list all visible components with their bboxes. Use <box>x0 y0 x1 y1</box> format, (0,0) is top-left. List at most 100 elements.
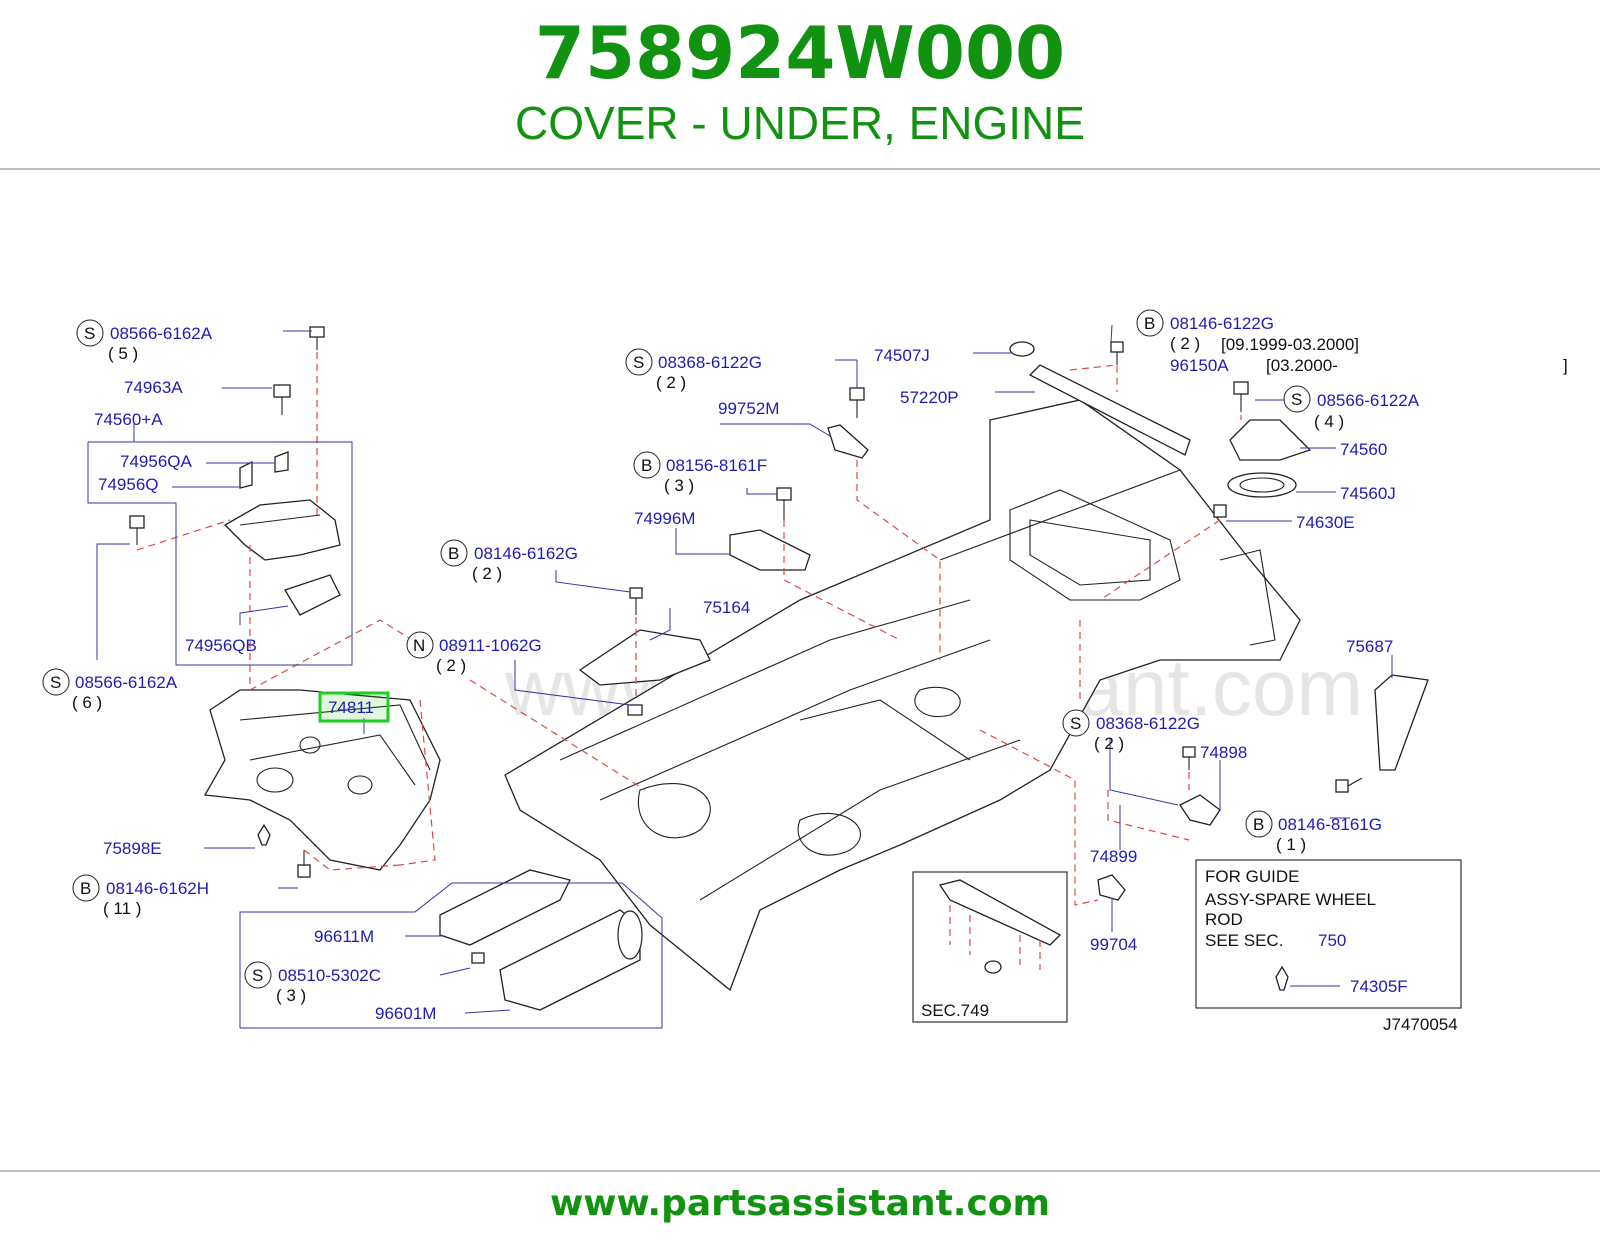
callout-qty: ( 3 ) <box>276 986 306 1005</box>
symbol-circles: S S B S S B B N B S S B <box>42 309 1311 989</box>
callout-qty: ( 2 ) <box>656 373 686 392</box>
callout-label: 08146-6162G <box>474 544 578 563</box>
callout-label: 74560+A <box>94 410 163 429</box>
callout-qty: ( 1 ) <box>1276 835 1306 854</box>
part-labels: 08566-6162A ( 5 ) 74963A 74560+A 74956QA… <box>72 314 1568 1023</box>
svg-text:ASSY-SPARE WHEEL: ASSY-SPARE WHEEL <box>1205 890 1376 909</box>
floor-panel-drawing <box>504 399 1301 992</box>
callout-qty: ( 2 ) <box>1094 734 1124 753</box>
under-cover-74811-drawing <box>203 689 441 871</box>
cover-74956qa-drawing <box>223 499 341 561</box>
diagram-code: J7470054 <box>1383 1015 1458 1034</box>
callout-label: 08566-6162A <box>75 673 178 692</box>
part-number-title: 758924W000 <box>534 11 1066 95</box>
svg-text:S: S <box>1291 390 1302 409</box>
clip-99704-drawing <box>1097 874 1126 901</box>
bracket-74956qb-drawing <box>284 574 341 616</box>
callout-label: 96601M <box>375 1004 436 1023</box>
callout-label: 08566-6122A <box>1317 391 1420 410</box>
callout-label: 74630E <box>1296 513 1355 532</box>
clip-74898-drawing <box>1179 794 1221 826</box>
footer-url[interactable]: www.partsassistant.com <box>549 1183 1051 1224</box>
callout-qty: ( 5 ) <box>108 344 138 363</box>
callout-label: 08368-6122G <box>658 353 762 372</box>
callout-label: 74899 <box>1090 847 1137 866</box>
callout-label: 74956QB <box>185 636 257 655</box>
svg-text:B: B <box>448 544 459 563</box>
footer-divider <box>0 1170 1600 1172</box>
callout-label: 08368-6122G <box>1096 714 1200 733</box>
callout-qty: ( 11 ) <box>103 899 141 918</box>
canister-96601m-drawing <box>499 909 641 1011</box>
leader-lines <box>87 324 1393 1029</box>
callout-label: 08156-8161F <box>666 456 767 475</box>
svg-text:B: B <box>641 456 652 475</box>
highlight-box <box>318 691 390 723</box>
date-range: [03.2000- <box>1266 356 1338 375</box>
bracket-74956q-drawing <box>239 460 253 489</box>
callout-label: 75687 <box>1346 637 1393 656</box>
svg-text:B: B <box>1253 815 1264 834</box>
callout-label: 74956QA <box>120 452 192 471</box>
callout-label: 08146-8161G <box>1278 815 1382 834</box>
svg-text:N: N <box>413 636 425 655</box>
callout-label: 08911-1062G <box>439 636 542 655</box>
note-box <box>1195 859 1462 1009</box>
callout-label: 08146-6122G <box>1170 314 1274 333</box>
date-range-end: ] <box>1563 356 1568 375</box>
callout-label: 74560 <box>1340 440 1387 459</box>
callout-label: 74963A <box>124 378 183 397</box>
header-divider <box>0 168 1600 170</box>
sec749-label: SEC.749 <box>921 1001 989 1020</box>
bracket-74996m-drawing <box>729 529 811 571</box>
plug-74507j-drawing <box>1009 341 1035 357</box>
callout-label: 96150A <box>1170 356 1229 375</box>
svg-text:FOR GUIDE: FOR GUIDE <box>1205 867 1299 886</box>
highlighted-part-label: 74811 <box>328 698 374 717</box>
note-text: FOR GUIDE ASSY-SPARE WHEEL ROD SEE SEC. … <box>1205 867 1376 950</box>
svg-text:S: S <box>1070 714 1081 733</box>
callout-qty: ( 6 ) <box>72 693 102 712</box>
callout-label: 75164 <box>703 598 750 617</box>
bracket-99752m-drawing <box>827 424 869 459</box>
callout-label: 57220P <box>900 388 959 407</box>
svg-text:B: B <box>1144 314 1155 333</box>
callout-label: 99704 <box>1090 935 1137 954</box>
rail-57220p-drawing <box>1028 364 1191 456</box>
date-range: [09.1999-03.2000] <box>1221 335 1359 354</box>
sec-750-link[interactable]: 750 <box>1318 931 1346 950</box>
callout-label: 99752M <box>718 399 779 418</box>
callout-label: 74305F <box>1350 977 1408 996</box>
bolt-drawings <box>129 326 1363 991</box>
callout-label: 96611M <box>314 927 374 946</box>
svg-text:S: S <box>252 966 263 985</box>
callout-label: 74956Q <box>98 475 159 494</box>
callout-label: 74560J <box>1340 484 1396 503</box>
svg-text:S: S <box>50 673 61 692</box>
callout-label: 74996M <box>634 509 695 528</box>
callout-qty: ( 3 ) <box>664 476 694 495</box>
connection-lines <box>136 352 1242 970</box>
bracket-sec749-drawing <box>938 879 1062 946</box>
callout-label: 08510-5302C <box>278 966 381 985</box>
callout-qty: ( 2 ) <box>436 656 466 675</box>
bracket-96611m-drawing <box>439 869 571 946</box>
callout-label: 74898 <box>1200 743 1247 762</box>
strip-75687-drawing <box>1374 674 1429 771</box>
svg-text:S: S <box>84 324 95 343</box>
callout-label: 74507J <box>874 346 930 365</box>
sec749-box <box>912 871 1068 1023</box>
callout-qty: ( 2 ) <box>1170 334 1200 353</box>
callout-label: 08566-6162A <box>110 324 213 343</box>
bracket-75164-drawing <box>578 629 711 686</box>
part-description: COVER - UNDER, ENGINE <box>515 97 1085 149</box>
callout-label: 75898E <box>103 839 162 858</box>
svg-text:S: S <box>633 353 644 372</box>
callout-label: 08146-6162H <box>106 879 209 898</box>
mount-74560-drawing <box>1229 419 1312 461</box>
svg-text:SEE SEC.: SEE SEC. <box>1205 931 1283 950</box>
svg-text:ROD: ROD <box>1205 910 1243 929</box>
bracket-74956qa-drawing <box>274 451 289 473</box>
svg-text:B: B <box>80 879 91 898</box>
